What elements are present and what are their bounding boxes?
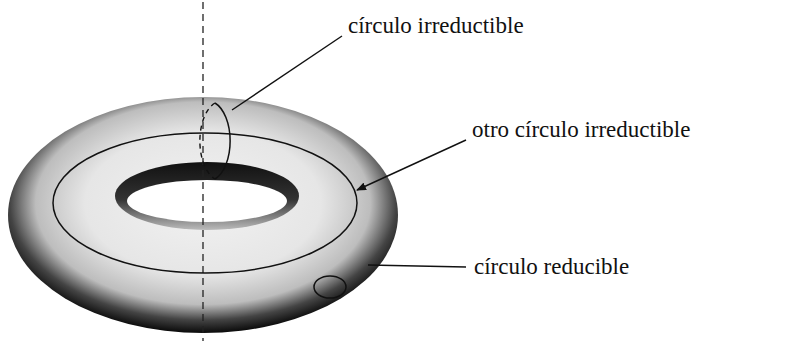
torus-hole (127, 180, 287, 222)
leader-line (368, 265, 466, 267)
irreducible-circle (53, 133, 357, 273)
irreducible-circle (215, 103, 230, 179)
reducible-circle (314, 276, 346, 298)
torus-hole-shade (115, 162, 299, 230)
axis-line (202, 2, 203, 341)
callout-label: círculo irreductible (348, 14, 524, 37)
leader-line (232, 36, 342, 110)
leader-arrow (357, 140, 466, 190)
callout-label: círculo reducible (474, 255, 629, 278)
irreducible-circle-hidden (200, 103, 215, 179)
callout-label: otro círculo irreductible (472, 118, 690, 141)
torus-body (8, 97, 398, 333)
